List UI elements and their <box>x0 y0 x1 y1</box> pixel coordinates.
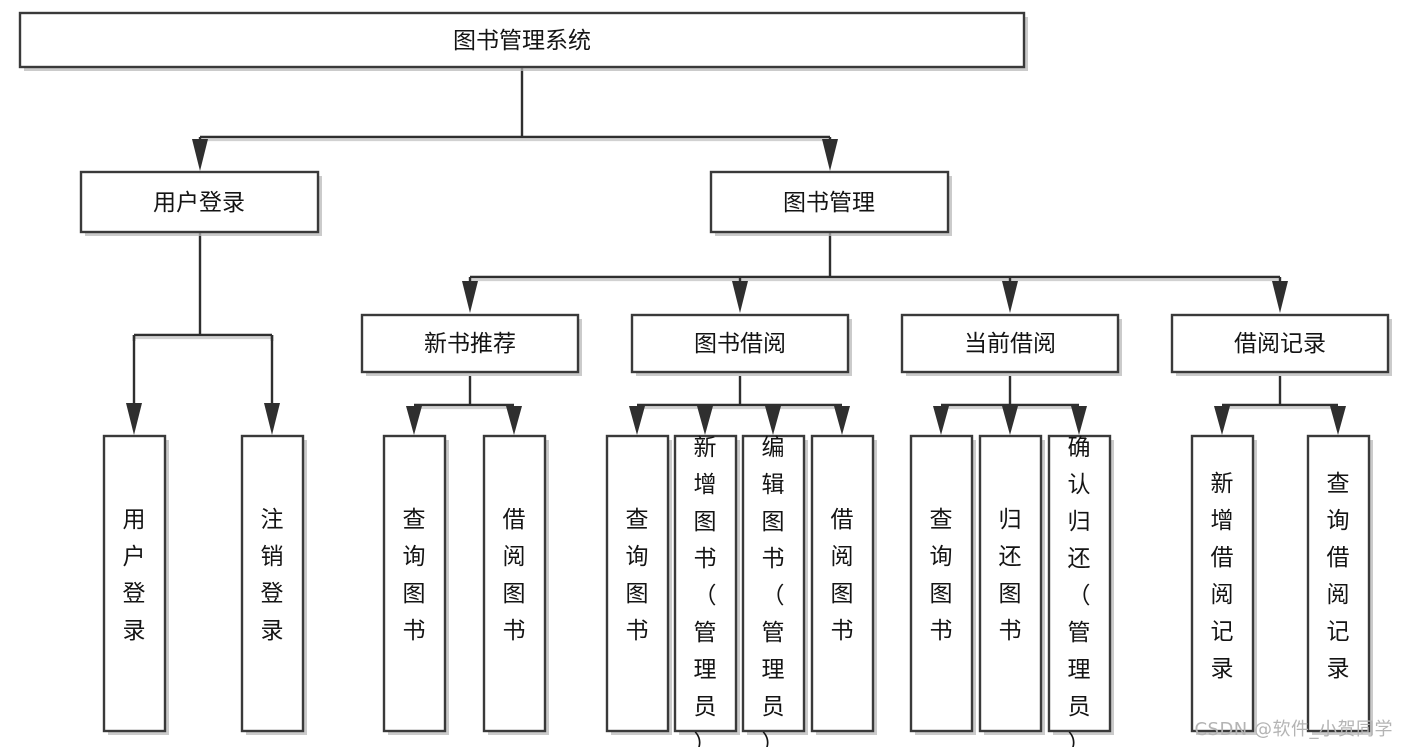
node-borrow-record[interactable]: 借阅记录 <box>1170 313 1392 376</box>
leaf-new-book-2-box[interactable] <box>482 434 547 733</box>
connector-layer <box>126 68 1346 435</box>
leaf-node-user-login-2[interactable]: 注销登录 <box>240 434 307 735</box>
node-borrow-record-label: 借阅记录 <box>1234 331 1326 357</box>
arrow-head-currentborrow <box>1002 281 1018 313</box>
node-new-book-recommend-box[interactable] <box>360 313 580 374</box>
node-current-borrow-label: 当前借阅 <box>964 331 1056 357</box>
leaf-node-user-login-1[interactable]: 用户登录 <box>102 434 169 735</box>
leaf-book-borrow-1-box[interactable] <box>605 434 670 733</box>
node-user-login-label: 用户登录 <box>153 190 245 216</box>
leaf-user-login-2-box[interactable] <box>240 434 305 733</box>
leaf-book-borrow-1-label: 查询图书 <box>626 507 649 644</box>
leaf-node-new-book-2[interactable]: 借阅图书 <box>482 434 549 735</box>
leaf-node-borrow-record-1[interactable]: 新增借阅记录 <box>1190 434 1257 735</box>
leaf-borrow-record-2-label: 查询借阅记录 <box>1327 471 1350 682</box>
node-user-login[interactable]: 用户登录 <box>79 170 322 236</box>
leaf-node-book-borrow-2[interactable]: 新增图书（管理员） <box>673 434 740 747</box>
leaf-new-book-1-box[interactable] <box>382 434 447 733</box>
leaf-borrow-record-2-box[interactable] <box>1306 434 1371 733</box>
arrow-head-newbook <box>462 281 478 313</box>
leaf-borrow-record-1-box[interactable] <box>1190 434 1255 733</box>
arrow-head-userlogin <box>192 139 208 171</box>
leaf-book-borrow-4-label: 借阅图书 <box>831 507 854 644</box>
node-new-book-recommend[interactable]: 新书推荐 <box>360 313 582 376</box>
leaf-current-borrow-3-label: 确认归还（管理员） <box>1068 435 1091 747</box>
node-current-borrow[interactable]: 当前借阅 <box>900 313 1122 376</box>
leaf-current-borrow-2-label: 归还图书 <box>999 507 1022 644</box>
arrow-head-leaf-userlogin-1 <box>126 403 142 435</box>
leaf-book-borrow-3-box[interactable] <box>741 434 806 733</box>
leaf-book-borrow-3-label: 编辑图书（管理员） <box>762 435 785 747</box>
arrow-head-leaf-userlogin-2 <box>264 403 280 435</box>
arrow-head-currentborrow-leaf-2 <box>1002 406 1018 435</box>
leaf-user-login-1-label: 用户登录 <box>123 507 146 644</box>
leaf-node-book-borrow-3[interactable]: 编辑图书（管理员） <box>741 434 808 747</box>
node-root-label: 图书管理系统 <box>453 28 591 54</box>
csdn-watermark: CSDN @软件_小贺同学 <box>1194 719 1393 740</box>
arrow-head-bookborrow-leaf-2 <box>697 406 713 435</box>
arrow-head-bookborrow-leaf-4 <box>834 406 850 435</box>
leaf-node-new-book-1[interactable]: 查询图书 <box>382 434 449 735</box>
leaf-node-current-borrow-3[interactable]: 确认归还（管理员） <box>1047 434 1114 747</box>
leaf-current-borrow-1-label: 查询图书 <box>930 507 953 644</box>
leaf-book-borrow-2-label: 新增图书（管理员） <box>694 435 717 747</box>
leaf-current-borrow-3-box[interactable] <box>1047 434 1112 733</box>
leaf-current-borrow-2-box[interactable] <box>978 434 1043 733</box>
arrow-head-currentborrow-leaf-3 <box>1071 406 1087 435</box>
arrow-head-newbook-leaf-1 <box>406 406 422 435</box>
node-borrow-record-box[interactable] <box>1170 313 1390 374</box>
node-book-management-box[interactable] <box>709 170 950 234</box>
arrow-head-bookborrow <box>732 281 748 313</box>
node-book-management-label: 图书管理 <box>783 190 875 216</box>
leaf-current-borrow-1-box[interactable] <box>909 434 974 733</box>
leaf-book-borrow-2-box[interactable] <box>673 434 738 733</box>
arrow-head-borrowrecord <box>1272 281 1288 313</box>
leaf-node-current-borrow-2[interactable]: 归还图书 <box>978 434 1045 735</box>
leaf-user-login-2-label: 注销登录 <box>261 507 284 644</box>
leaf-node-borrow-record-2[interactable]: 查询借阅记录 <box>1306 434 1373 735</box>
node-user-login-box[interactable] <box>79 170 320 234</box>
leaf-node-current-borrow-1[interactable]: 查询图书 <box>909 434 976 735</box>
node-root[interactable]: 图书管理系统 <box>18 11 1028 71</box>
arrow-head-borrowrecord-leaf-1 <box>1214 406 1230 435</box>
leaf-borrow-record-1-label: 新增借阅记录 <box>1211 471 1234 682</box>
node-current-borrow-box[interactable] <box>900 313 1120 374</box>
leaf-node-book-borrow-1[interactable]: 查询图书 <box>605 434 672 735</box>
node-book-borrow[interactable]: 图书借阅 <box>630 313 852 376</box>
arrow-head-currentborrow-leaf-1 <box>933 406 949 435</box>
node-new-book-recommend-label: 新书推荐 <box>424 331 516 357</box>
leaf-book-borrow-4-box[interactable] <box>810 434 875 733</box>
arrow-head-bookborrow-leaf-3 <box>765 406 781 435</box>
node-book-management[interactable]: 图书管理 <box>709 170 952 236</box>
arrow-head-bookmgmt <box>822 139 838 171</box>
node-book-borrow-box[interactable] <box>630 313 850 374</box>
leaf-node-book-borrow-4[interactable]: 借阅图书 <box>810 434 877 735</box>
leaf-user-login-1-box[interactable] <box>102 434 167 733</box>
arrow-head-newbook-leaf-2 <box>506 406 522 435</box>
node-root-box[interactable] <box>18 11 1026 69</box>
node-book-borrow-label: 图书借阅 <box>694 331 786 357</box>
arrow-head-borrowrecord-leaf-2 <box>1330 406 1346 435</box>
arrow-head-bookborrow-leaf-1 <box>629 406 645 435</box>
leaf-new-book-1-label: 查询图书 <box>403 507 426 644</box>
leaf-new-book-2-label: 借阅图书 <box>503 507 526 644</box>
